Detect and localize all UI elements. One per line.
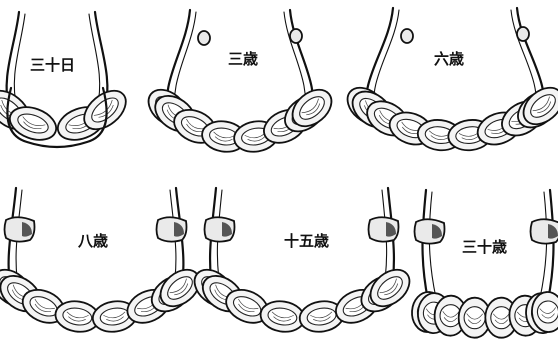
jaw-panel-3-years [142, 10, 339, 155]
left-bud [198, 31, 210, 45]
right-prong-inner [540, 192, 547, 298]
left-bud [401, 29, 413, 43]
tooth-row [341, 80, 558, 152]
left-prong-inner [429, 192, 436, 298]
label-8-years: 八歳 [77, 232, 108, 250]
left-peg [205, 217, 235, 241]
right-peg [369, 217, 399, 241]
tooth-row [0, 262, 206, 334]
label-3-years: 三歳 [228, 50, 258, 68]
left-prong [423, 190, 429, 300]
left-peg [415, 219, 445, 243]
label-6-years: 六歳 [434, 50, 464, 68]
label-15-years: 十五歳 [284, 232, 329, 250]
left-peg [5, 217, 35, 241]
tooth-row [142, 82, 339, 154]
jaw-panel-30-years [411, 190, 558, 338]
tooth-row [411, 291, 558, 338]
tooth-row [0, 83, 133, 146]
jaw-panel-15-years [188, 188, 417, 335]
right-bud [517, 27, 529, 41]
label-30-days: 三十日 [30, 56, 75, 74]
jaw-panel-6-years [341, 8, 558, 153]
right-peg [157, 217, 187, 241]
right-bud [290, 29, 302, 43]
jaw-panel-8-years [0, 188, 206, 335]
jaw-panel-30-days [0, 12, 133, 147]
right-peg [531, 219, 558, 243]
right-prong [548, 190, 554, 300]
tooth-row [188, 262, 417, 334]
label-30-years: 三十歳 [462, 238, 507, 256]
